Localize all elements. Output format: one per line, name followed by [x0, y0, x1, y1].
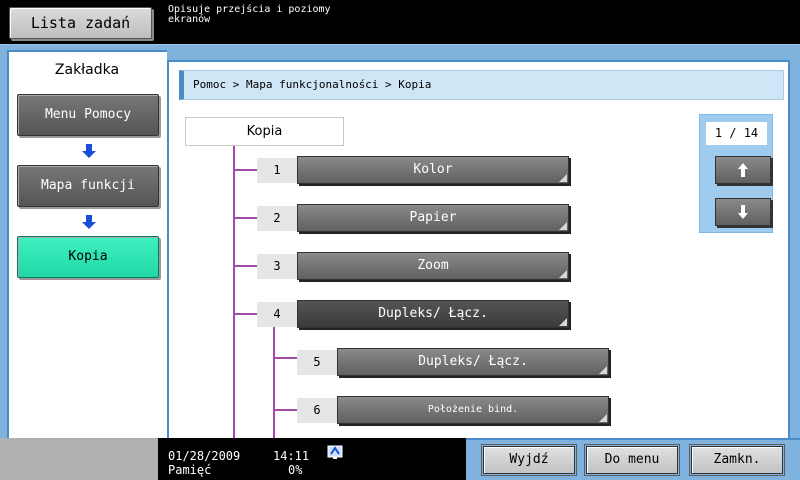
to-menu-button[interactable]: Do menu: [584, 444, 680, 476]
item-number: 1: [257, 158, 297, 183]
date-text: 01/28/2009: [168, 449, 241, 463]
tree-branch: [233, 217, 257, 219]
tree-branch: [233, 265, 257, 267]
tree-root-label: Kopia: [185, 117, 344, 146]
tree-branch: [273, 357, 297, 359]
pager: 1 / 14: [699, 114, 773, 233]
item-duplex-combine-button[interactable]: Dupleks/ Łącz.: [297, 300, 569, 328]
content-panel: Pomoc > Mapa funkcjonalności > Kopia Kop…: [167, 60, 790, 440]
item-number: 4: [257, 302, 297, 327]
exit-button[interactable]: Wyjdź: [481, 444, 577, 476]
down-arrow-icon: [82, 144, 96, 160]
down-arrow-icon: [82, 215, 96, 231]
memory-value: 0%: [288, 463, 303, 477]
item-color-button[interactable]: Kolor: [297, 156, 569, 184]
item-number: 5: [297, 350, 337, 375]
screen-description-message: Opisuje przejścia i poziomy ekranów: [168, 4, 331, 25]
item-paper-button[interactable]: Papier: [297, 204, 569, 232]
memory-label: Pamięć: [168, 463, 212, 477]
tree-line: [273, 326, 275, 440]
page-indicator: 1 / 14: [706, 122, 767, 145]
tree-branch: [273, 409, 297, 411]
item-number: 6: [297, 398, 337, 423]
time-text: 14:11: [273, 449, 310, 463]
top-bar: Lista zadań Opisuje przejścia i poziomy …: [0, 0, 800, 44]
tree-line: [233, 146, 235, 440]
item-binding-position-button[interactable]: Położenie bind.: [337, 396, 609, 424]
item-number: 3: [257, 254, 297, 279]
nav-item-function-map[interactable]: Mapa funkcji: [17, 165, 159, 207]
nav-title: Zakładka: [54, 62, 120, 78]
tab-navigation: Zakładka Menu Pomocy Mapa funkcji Kopia: [7, 50, 167, 438]
arrow-up-icon: [738, 163, 748, 177]
status-bar-left-area: [0, 438, 158, 480]
page-up-button[interactable]: [715, 156, 771, 184]
tree-branch: [233, 313, 257, 315]
arrow-down-icon: [738, 205, 748, 219]
network-status-icon: [327, 445, 343, 459]
breadcrumb: Pomoc > Mapa funkcjonalności > Kopia: [179, 70, 784, 100]
close-button[interactable]: Zamkn.: [689, 444, 785, 476]
main-frame: Zakładka Menu Pomocy Mapa funkcji Kopia …: [0, 44, 800, 440]
item-duplex-combine-sub-button[interactable]: Dupleks/ Łącz.: [337, 348, 609, 376]
nav-item-copy[interactable]: Kopia: [17, 236, 159, 278]
item-number: 2: [257, 206, 297, 231]
action-bar: Wyjdź Do menu Zamkn.: [466, 438, 800, 480]
item-zoom-button[interactable]: Zoom: [297, 252, 569, 280]
status-bar: 01/28/2009 14:11 Pamięć 0% Wyjdź Do menu…: [0, 438, 800, 480]
nav-item-help-menu[interactable]: Menu Pomocy: [17, 94, 159, 136]
page-down-button[interactable]: [715, 198, 771, 226]
job-list-button[interactable]: Lista zadań: [9, 7, 152, 39]
tree-branch: [233, 169, 257, 171]
